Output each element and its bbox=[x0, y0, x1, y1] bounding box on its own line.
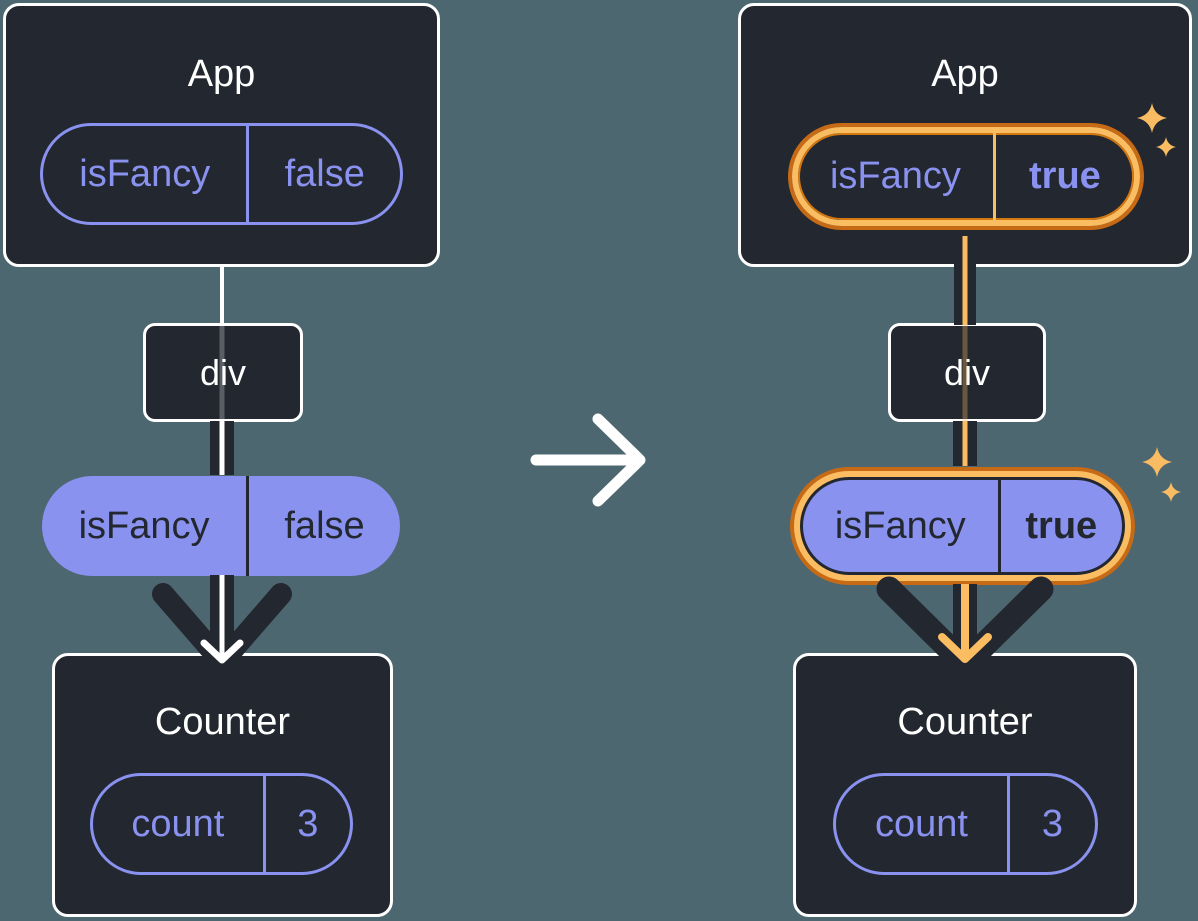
sparkle-icon bbox=[1142, 447, 1172, 477]
state-value: 3 bbox=[1041, 802, 1064, 845]
pill-divider bbox=[246, 126, 250, 222]
state-label: count bbox=[131, 802, 225, 845]
prop-label: isFancy bbox=[834, 504, 966, 547]
app-title: App bbox=[187, 53, 256, 95]
pill-divider bbox=[992, 133, 996, 220]
transition-arrow-icon bbox=[530, 413, 646, 507]
div-label: div bbox=[199, 351, 247, 393]
state-value: 3 bbox=[297, 802, 319, 845]
pill-divider bbox=[997, 480, 1001, 572]
prop-pill-highlighted: isFancy true bbox=[800, 477, 1125, 575]
prop-pill: isFancy false bbox=[42, 476, 400, 576]
div-node: div bbox=[888, 323, 1046, 422]
pill-divider bbox=[262, 776, 266, 872]
pill-divider bbox=[1006, 776, 1010, 872]
state-label: count bbox=[874, 802, 968, 845]
state-label: isFancy bbox=[79, 152, 211, 195]
app-title: App bbox=[931, 53, 999, 95]
div-label: div bbox=[943, 351, 991, 393]
state-value: true bbox=[1029, 155, 1101, 197]
prop-value: true bbox=[1025, 504, 1098, 547]
pill-divider bbox=[246, 476, 250, 576]
sparkle-icon bbox=[1160, 481, 1182, 503]
counter-title: Counter bbox=[154, 701, 291, 743]
div-node: div bbox=[143, 323, 303, 422]
prop-arrowhead-dark bbox=[152, 583, 292, 673]
prop-value: false bbox=[284, 504, 365, 547]
state-label: isFancy bbox=[829, 155, 961, 197]
counter-title: Counter bbox=[897, 701, 1033, 743]
counter-state-pill: count 3 bbox=[833, 773, 1098, 875]
app-state-pill-highlighted: isFancy true bbox=[792, 127, 1140, 226]
state-value: false bbox=[284, 152, 365, 195]
prop-label: isFancy bbox=[78, 504, 210, 547]
app-state-pill: isFancy false bbox=[40, 123, 403, 225]
counter-state-pill: count 3 bbox=[90, 773, 353, 875]
